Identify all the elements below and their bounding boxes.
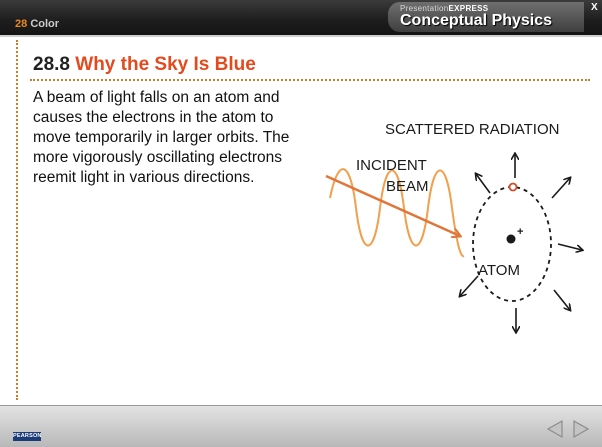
- atom-label: ATOM: [478, 262, 520, 279]
- logo-sub-prefix: Presentation: [400, 4, 449, 13]
- incident-wave: [329, 168, 465, 257]
- scattered-arrows: [460, 154, 582, 332]
- next-slide-button[interactable]: [570, 418, 592, 440]
- incident-beam-arrow: [325, 174, 460, 236]
- logo-sub-brand: EXPRESS: [448, 4, 489, 13]
- slide-body-text: A beam of light falls on an atom and cau…: [33, 89, 290, 186]
- chapter-title: Color: [30, 18, 60, 30]
- publisher-logo: PEARSON: [13, 432, 42, 441]
- logo-title: Conceptual Physics: [400, 12, 553, 29]
- scatter-arrow-upright: [551, 178, 570, 199]
- nucleus: [506, 234, 516, 244]
- prev-slide-button[interactable]: [544, 418, 566, 440]
- left-dotted-border: [16, 40, 18, 400]
- scattered-radiation-label: SCATTERED RADIATION: [385, 121, 559, 138]
- footer-bar: PEARSON: [0, 405, 602, 447]
- product-logo: PresentationEXPRESS Conceptual Physics: [388, 2, 584, 32]
- scatter-arrow-downleft: [460, 275, 479, 296]
- left-triangle-icon: [546, 419, 563, 439]
- scatter-arrow-upleft: [476, 174, 491, 194]
- electron-dot: [508, 182, 518, 192]
- section-number: 28.8: [33, 54, 70, 75]
- right-triangle-icon: [573, 419, 590, 439]
- section-title: Why the Sky Is Blue: [75, 54, 256, 75]
- scatter-arrow-right: [557, 243, 582, 250]
- slide-title: 28.8 Why the Sky Is Blue: [33, 54, 256, 76]
- chapter-number: 28: [15, 18, 28, 30]
- chapter-label: 28 Color: [15, 18, 59, 30]
- title-divider: [30, 79, 590, 81]
- incident-label-line1: INCIDENT: [356, 157, 427, 174]
- incident-label-line2: BEAM: [386, 178, 429, 195]
- nucleus-charge: +: [517, 226, 523, 238]
- logo-subtitle: PresentationEXPRESS: [400, 4, 488, 13]
- electron-orbit: [472, 186, 552, 302]
- header-bar: 28 Color PresentationEXPRESS Conceptual …: [0, 0, 602, 37]
- scatter-arrow-downright: [553, 289, 570, 310]
- close-button[interactable]: X: [591, 2, 598, 13]
- scattering-diagram: INCIDENT BEAM SCATTERED RADIATION + ATOM: [325, 121, 590, 343]
